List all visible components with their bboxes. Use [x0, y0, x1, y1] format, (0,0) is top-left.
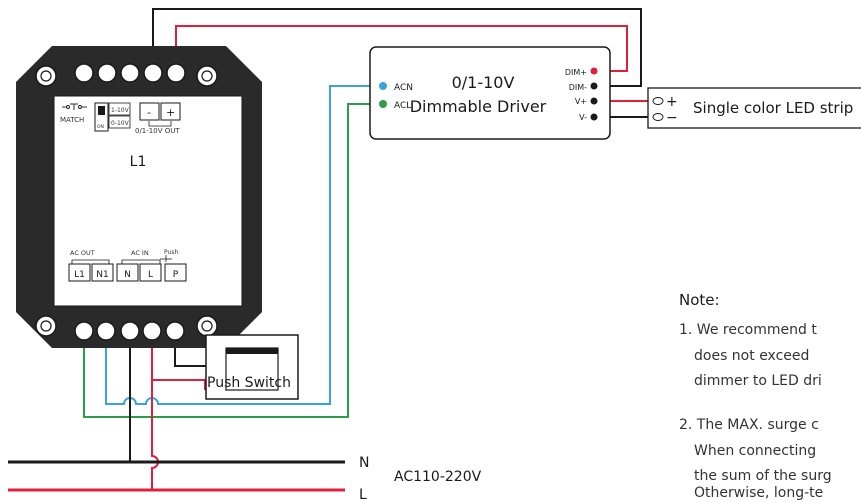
push-switch: Push Switch Push Switch [205, 334, 299, 400]
push-label: Push [164, 249, 178, 256]
driver-title-line2: Dimmable Driver [410, 97, 547, 116]
terminal-label-l1: L1 [74, 270, 85, 280]
dim-minus-label: DIM- [569, 83, 587, 92]
out-label: 0/1-10V OUT [135, 127, 180, 135]
note-item2-line4: Otherwise, long-te [694, 485, 823, 501]
corner-screw-bottom-left [35, 315, 57, 337]
match-button-symbol [62, 103, 87, 110]
terminal-label-n1: N1 [96, 270, 108, 280]
wire-acn [105, 85, 382, 405]
corner-screw-top-left [35, 65, 57, 87]
wire-l-to-switch [152, 379, 206, 390]
terminal-label-n: N [124, 270, 131, 280]
led-label: Single color LED strip [693, 99, 853, 117]
acl-label: ACL [394, 101, 411, 111]
acn-dot [379, 82, 387, 90]
terminal-box-l [139, 263, 162, 282]
push-switch-rocker [225, 347, 279, 391]
terminal-box-l1 [68, 263, 91, 282]
driver-title-line1: 0/1-10V [452, 73, 515, 92]
wire-l-drop [151, 331, 159, 490]
wire-acl [83, 103, 382, 418]
mains-n-label: N [359, 455, 369, 471]
dim-minus-dot [590, 82, 598, 90]
dim-plus-dot [590, 67, 598, 75]
mains-voltage-label: AC110-220V [394, 469, 482, 485]
led-strip-box [647, 87, 861, 129]
note-item2-line1: 2. The MAX. surge c [679, 417, 819, 433]
mains-l-label: L [359, 487, 367, 503]
push-symbol [160, 255, 172, 262]
corner-screw-top-right [196, 65, 218, 87]
note-item1-line1: 1. We recommend t [679, 322, 817, 338]
ac-out-bracket [71, 259, 110, 264]
out-plus-terminal [160, 102, 181, 121]
switch-bottom-box [108, 115, 131, 129]
ac-out-label: AC OUT [70, 249, 95, 257]
out-minus-label: - [147, 106, 151, 119]
top-terminal-3 [120, 63, 140, 83]
out-plus-label: + [166, 106, 175, 119]
terminal-box-n [116, 263, 139, 282]
module-title: L1 [130, 154, 147, 170]
v-minus-label: V- [579, 113, 587, 122]
dimmable-driver: ACN ACL 0/1-10V Dimmable Driver DIM+ DIM… [369, 46, 611, 140]
terminal-box-n1 [91, 263, 114, 282]
bottom-terminal-1 [74, 321, 94, 341]
ac-in-bracket [121, 259, 161, 264]
ac-in-label: AC IN [131, 249, 149, 257]
out-minus-terminal [139, 102, 160, 121]
push-switch-rocker-top [226, 348, 278, 354]
top-terminal-2 [97, 63, 117, 83]
driver-box [369, 46, 611, 140]
switch-top-label: 1-10V [111, 107, 130, 114]
top-terminal-1 [74, 63, 94, 83]
range-switch-knob [98, 106, 105, 115]
bottom-terminal-5 [165, 321, 185, 341]
acn-label: ACN [394, 83, 413, 93]
out-bracket [148, 121, 172, 127]
note-item1-line3: dimmer to LED dri [694, 373, 822, 389]
match-label: MATCH [60, 116, 84, 124]
v-plus-label: V+ [575, 97, 587, 106]
note-section: Note: 1. We recommend t does not exceed … [679, 291, 832, 501]
wire-dim-minus [152, 8, 642, 87]
switch-on-label: ON [97, 124, 104, 130]
led-minus-label: − [666, 110, 678, 126]
led-strip: + − Single color LED strip [647, 87, 861, 129]
dimmer-module: MATCH 1-10V 0-10V ON - + 0/1-10V OUT L1 … [16, 46, 262, 348]
bottom-terminal-2 [96, 321, 116, 341]
terminal-box-p [164, 263, 187, 282]
v-minus-dot [590, 113, 598, 121]
wire-dim-plus [175, 25, 628, 72]
led-minus-connector [652, 113, 664, 121]
push-switch-caption: Push Switch [207, 375, 291, 391]
top-terminal-5 [166, 63, 186, 83]
note-item2-line3: the sum of the surg [694, 468, 832, 484]
note-item2-line2: When connecting [694, 443, 816, 459]
led-plus-connector [652, 97, 664, 105]
bottom-terminal-4 [142, 321, 162, 341]
v-plus-dot [590, 97, 598, 105]
corner-screw-bottom-right [196, 315, 218, 337]
bottom-terminal-3 [120, 321, 140, 341]
switch-top-box [108, 102, 131, 116]
note-heading: Note: [679, 291, 720, 309]
terminal-label-p: P [173, 270, 179, 280]
dim-plus-label: DIM+ [565, 68, 587, 77]
switch-bottom-label: 0-10V [111, 120, 130, 127]
led-plus-label: + [666, 94, 678, 110]
note-item1-line2: does not exceed [694, 348, 809, 364]
acl-dot [379, 100, 387, 108]
top-terminal-4 [143, 63, 163, 83]
terminal-label-l: L [148, 270, 153, 280]
